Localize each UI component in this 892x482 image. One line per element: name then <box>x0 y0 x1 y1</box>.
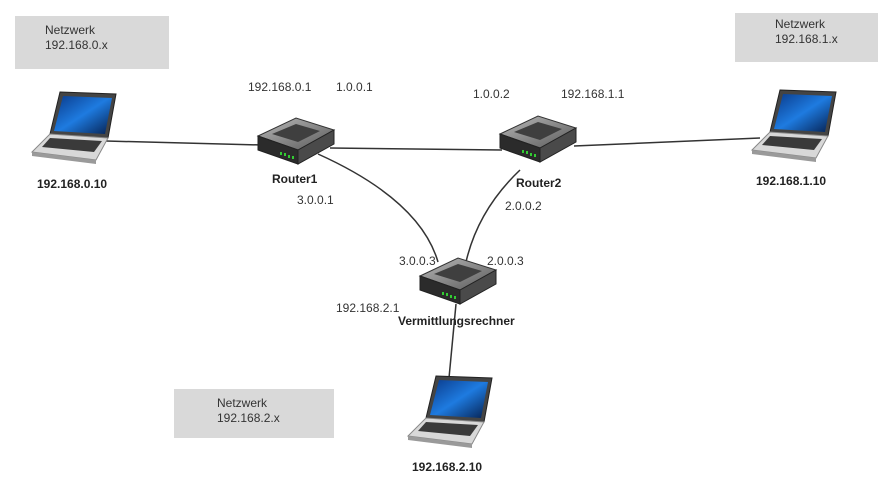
host-label: 192.168.1.10 <box>756 174 827 188</box>
interface-label: 192.168.1.1 <box>561 87 625 101</box>
network-title: Netzwerk <box>217 396 268 410</box>
link-router1-router2 <box>329 147 503 151</box>
link-laptop0-router1 <box>105 140 263 146</box>
interface-label: 192.168.2.1 <box>336 301 400 315</box>
link-vermittlungsrechner-laptop2 <box>448 303 457 379</box>
router-icon <box>257 117 335 165</box>
interface-label: 1.0.0.1 <box>336 80 373 94</box>
link-router2-laptop1 <box>573 137 761 147</box>
network-box-1: Netzwerk 192.168.1.x <box>735 13 878 62</box>
network-subnet: 192.168.2.x <box>217 411 280 425</box>
network-box-2: Netzwerk 192.168.2.x <box>174 389 334 438</box>
host-label: 192.168.2.10 <box>412 460 483 474</box>
router-label: Router2 <box>516 176 562 190</box>
interface-label: 2.0.0.2 <box>505 199 542 213</box>
network-subnet: 192.168.1.x <box>775 32 838 46</box>
network-title: Netzwerk <box>45 23 96 37</box>
link-router2-vermittlungsrechner <box>465 169 521 263</box>
router-icon <box>499 115 577 163</box>
host-label: 192.168.0.10 <box>37 177 108 191</box>
laptop-icon <box>407 375 493 449</box>
link-router1-vermittlungsrechner <box>317 153 439 263</box>
network-box-0: Netzwerk 192.168.0.x <box>15 16 169 69</box>
laptop-icon <box>31 91 117 165</box>
router-label: Vermittlungsrechner <box>398 314 515 328</box>
interface-label: 3.0.0.3 <box>399 254 436 268</box>
network-title: Netzwerk <box>775 17 826 31</box>
interface-label: 1.0.0.2 <box>473 87 510 101</box>
router-label: Router1 <box>272 172 318 186</box>
interface-label: 2.0.0.3 <box>487 254 524 268</box>
network-subnet: 192.168.0.x <box>45 38 108 52</box>
interface-label: 3.0.0.1 <box>297 193 334 207</box>
interface-label: 192.168.0.1 <box>248 80 312 94</box>
laptop-icon <box>751 89 837 163</box>
